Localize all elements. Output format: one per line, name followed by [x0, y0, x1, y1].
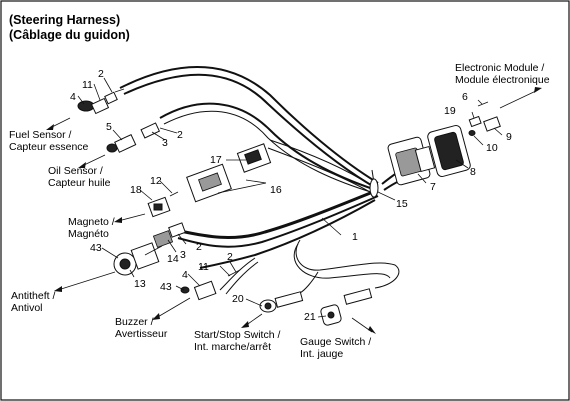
- part-number-17: 17: [210, 154, 222, 166]
- part-number-7: 7: [430, 181, 436, 193]
- connector-7: [387, 136, 436, 186]
- part-number-12: 12: [150, 175, 162, 187]
- part-number-16: 16: [270, 184, 282, 196]
- part-number-8: 8: [470, 166, 476, 178]
- part-number-21: 21: [304, 311, 316, 323]
- label-start-stop-switch-fr: Int. marche/arrêt: [194, 341, 271, 353]
- label-start-stop-switch-en: Start/Stop Switch /: [194, 329, 280, 341]
- part-number-43: 43: [160, 281, 172, 293]
- part-number-19: 19: [444, 105, 456, 117]
- part-number-4: 4: [182, 269, 188, 281]
- label-antitheft-en: Antitheft /: [11, 290, 55, 302]
- title-english: (Steering Harness): [9, 13, 120, 27]
- fuel-sensor-connector: [77, 88, 125, 115]
- label-buzzer-fr: Avertisseur: [115, 328, 168, 340]
- electronic-module: [427, 125, 471, 177]
- part-number-3: 3: [162, 137, 168, 149]
- leader-lines: [46, 77, 542, 334]
- part-number-1: 1: [352, 231, 358, 243]
- title-french: (Câblage du guidon): [9, 28, 130, 42]
- part-number-15: 15: [396, 198, 408, 210]
- part-number-10: 10: [486, 142, 498, 154]
- harness-tie: [369, 178, 379, 198]
- harness-wires: [119, 66, 415, 295]
- label-fuel-sensor-en: Fuel Sensor /: [9, 129, 72, 141]
- label-gauge-switch-en: Gauge Switch /: [300, 336, 371, 348]
- label-electronic-module-en: Electronic Module /: [455, 62, 544, 74]
- label-oil-sensor-en: Oil Sensor /: [48, 165, 103, 177]
- module-connector-parts: [468, 101, 501, 136]
- part-number-14: 14: [167, 253, 179, 265]
- gauge-switch-part: [320, 288, 373, 326]
- part-number-11: 11: [198, 261, 209, 273]
- oil-sensor-connector: [106, 122, 161, 153]
- label-gauge-switch-fr: Int. jauge: [300, 348, 343, 360]
- label-electronic-module-fr: Module électronique: [455, 74, 550, 86]
- part-number-11: 11: [82, 79, 93, 91]
- part-number-18: 18: [130, 184, 142, 196]
- part-number-13: 13: [134, 278, 146, 290]
- label-fuel-sensor-fr: Capteur essence: [9, 141, 89, 153]
- start-stop-switch-part: [259, 291, 304, 313]
- part-number-6: 6: [462, 91, 468, 103]
- label-antitheft-fr: Antivol: [11, 302, 43, 314]
- label-buzzer-en: Buzzer /: [115, 316, 154, 328]
- connector-17: [186, 143, 272, 203]
- label-magneto-en: Magneto /: [68, 216, 115, 228]
- part-number-5: 5: [106, 121, 112, 133]
- part-number-9: 9: [506, 131, 512, 143]
- part-number-2: 2: [196, 241, 202, 253]
- label-magneto-fr: Magnéto: [68, 228, 109, 240]
- part-number-43: 43: [90, 242, 102, 254]
- magneto-connector: [147, 191, 179, 218]
- part-number-4: 4: [70, 91, 76, 103]
- part-number-2: 2: [177, 129, 183, 141]
- part-number-3: 3: [180, 249, 186, 261]
- label-oil-sensor-fr: Capteur huile: [48, 177, 111, 189]
- part-number-20: 20: [232, 293, 244, 305]
- antitheft-connector: [113, 222, 186, 276]
- part-number-2: 2: [98, 68, 104, 80]
- part-number-2: 2: [227, 251, 233, 263]
